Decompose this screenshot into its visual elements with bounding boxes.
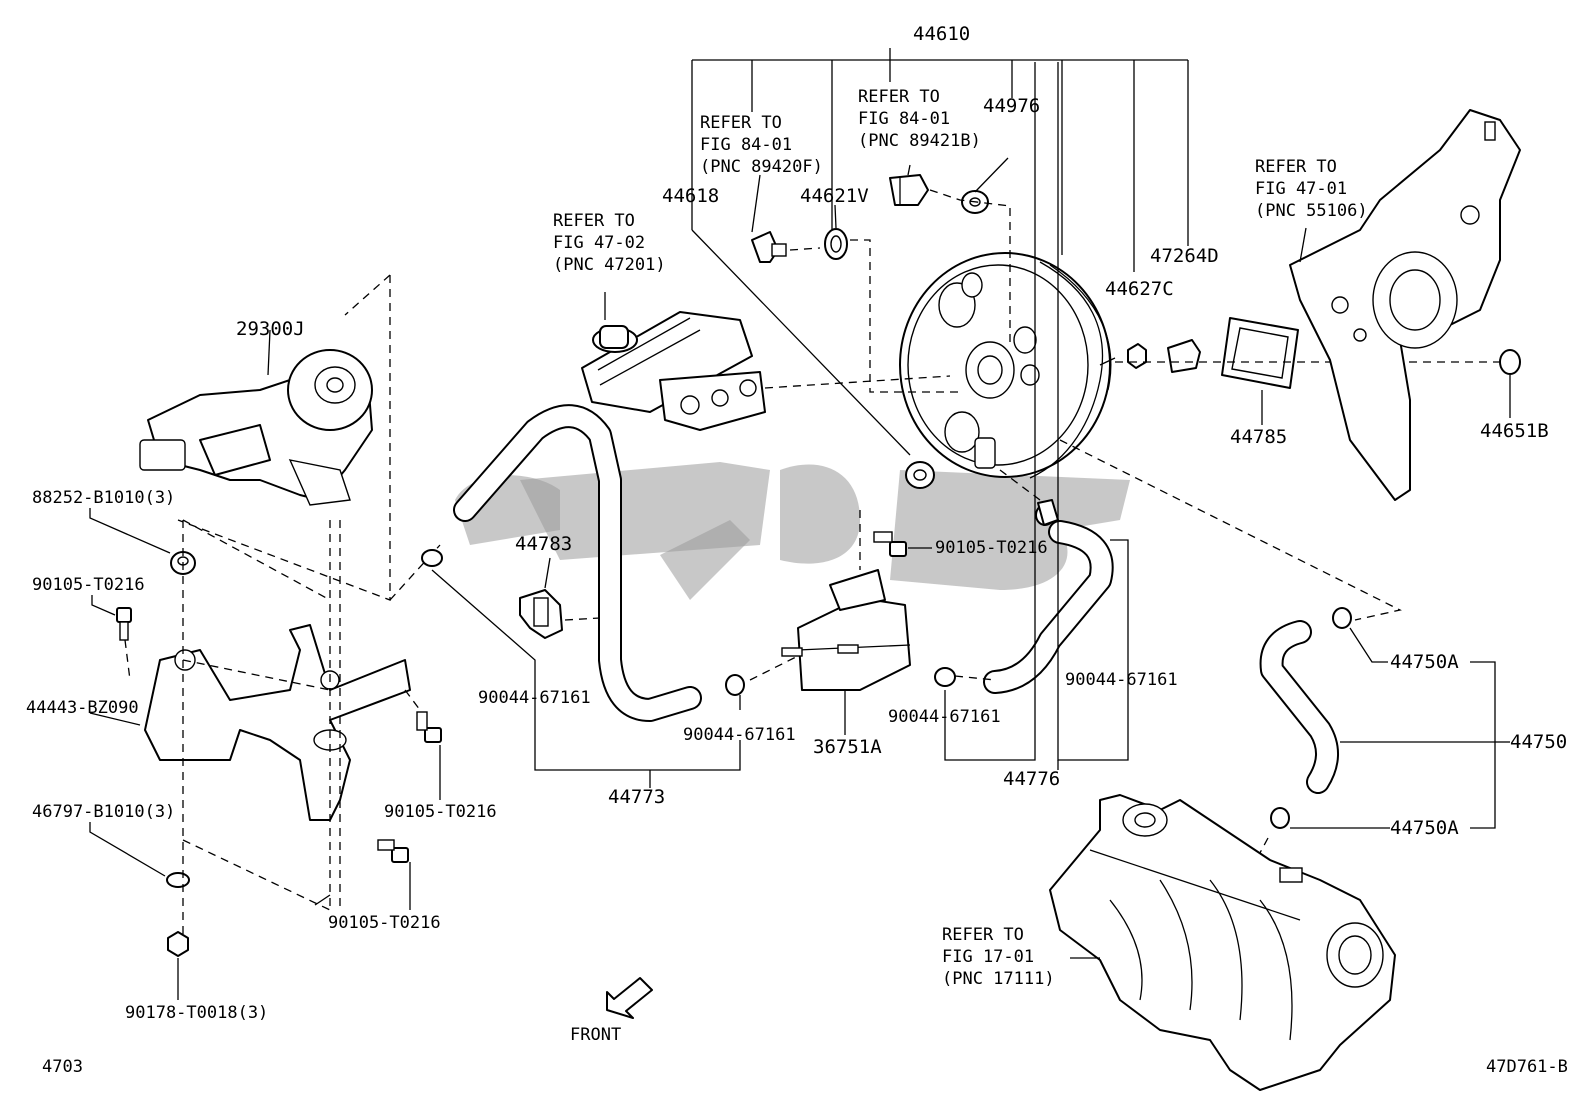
sensor-dashes [751,157,1011,393]
label-90044-d: 90044-67161 [1065,670,1178,690]
master-cylinder[interactable] [581,292,766,431]
label-44627c: 44627C [1105,278,1174,300]
ref-fig84-b-line1: REFER TO [858,87,940,107]
bolt-90105-bottom[interactable] [377,839,409,863]
ref-fig84-f-line3: (PNC 89420F) [700,157,823,177]
hose-clamp-90044-c[interactable] [934,667,956,687]
ref-fig47-01-line1: REFER TO [1255,157,1337,177]
ref-fig17-01-line1: REFER TO [942,925,1024,945]
footer-page-id: 4703 [42,1057,83,1077]
label-90044-b: 90044-67161 [683,725,796,745]
label-44621v: 44621V [800,185,869,207]
sensor-89421b[interactable] [889,174,929,206]
label-44618: 44618 [662,185,719,207]
label-44750: 44750 [1510,731,1567,753]
label-90178: 90178-T0018(3) [125,1003,268,1023]
label-36751a: 36751A [813,736,882,758]
clamp-44750a-bottom[interactable] [1270,807,1290,829]
pressure-sensor-89420f[interactable] [751,231,787,263]
left-leaders [89,508,441,1000]
hose-44750[interactable] [1259,620,1339,794]
label-44976: 44976 [983,95,1040,117]
label-90105-right: 90105-T0216 [935,538,1048,558]
label-90105-bottom: 90105-T0216 [328,913,441,933]
label-47264d: 47264D [1150,245,1219,267]
labels: 44610 REFER TO FIG 84-01 (PNC 89420F) RE… [26,23,1568,1077]
label-46797: 46797-B1010(3) [32,802,175,822]
grommet-44618[interactable] [905,461,935,489]
hose-44776[interactable] [983,520,1114,694]
label-88252: 88252-B1010(3) [32,488,175,508]
hose-44773-leaders [431,569,801,788]
label-44776: 44776 [1003,768,1060,790]
ref-fig47-02-line1: REFER TO [553,211,635,231]
grommet-44621v[interactable] [824,228,848,260]
label-44773: 44773 [608,786,665,808]
nut-90178[interactable] [167,931,189,957]
gasket-44785[interactable] [1221,317,1299,389]
brake-booster[interactable] [899,252,1116,479]
label-44610: 44610 [913,23,970,45]
label-44443: 44443-BZ090 [26,698,139,718]
label-44783: 44783 [515,533,572,555]
group-44610-leaders [691,48,1189,456]
watermark [455,462,1130,600]
bolt-90105-right[interactable] [873,531,907,557]
ref-fig84-b-line3: (PNC 89421B) [858,131,981,151]
footer-figure-id: 47D761-B [1486,1057,1568,1077]
nut-44651b[interactable] [1499,349,1521,375]
label-90044-c: 90044-67161 [888,707,1001,727]
label-44651b: 44651B [1480,420,1549,442]
label-44750a-bottom: 44750A [1390,817,1459,839]
front-arrow-icon [606,977,653,1019]
intake-manifold-17111[interactable] [1049,794,1396,1091]
bracket-47264d[interactable] [1167,339,1201,373]
hose-44773[interactable] [453,404,702,722]
ref-fig84-f-line2: FIG 84-01 [700,135,792,155]
hose-clamp-90044-a[interactable] [421,549,443,567]
hose-clamp-90044-b[interactable] [725,674,745,696]
clip-44783[interactable] [519,589,563,639]
label-44785: 44785 [1230,426,1287,448]
actuator-29300j[interactable] [139,349,373,506]
washer-46797[interactable] [166,872,190,888]
label-90105-left: 90105-T0216 [32,575,145,595]
hose-44776-leaders [944,62,1129,770]
label-44750a-top: 44750A [1390,651,1459,673]
label-front: FRONT [570,1025,621,1045]
label-90105-mid: 90105-T0216 [384,802,497,822]
ref-fig47-02-line3: (PNC 47201) [553,255,666,275]
ref-fig17-01-line2: FIG 17-01 [942,947,1034,967]
bolt-90105-mid[interactable] [416,711,442,743]
ref-fig47-02-line2: FIG 47-02 [553,233,645,253]
vacuum-tank-36751a[interactable] [781,569,911,691]
bracket-44443-bz090[interactable] [144,624,411,821]
ref-fig84-f-line1: REFER TO [700,113,782,133]
ref-fig47-01-line2: FIG 47-01 [1255,179,1347,199]
label-90044-a: 90044-67161 [478,688,591,708]
ref-fig47-01-line3: (PNC 55106) [1255,201,1368,221]
label-29300j: 29300J [236,318,305,340]
nut-44627c[interactable] [1127,343,1147,369]
clamp-44750a-top[interactable] [1332,607,1352,629]
ref-fig84-b-line2: FIG 84-01 [858,109,950,129]
pedal-bracket-55106[interactable] [1289,109,1521,501]
bolt-90105-left[interactable] [116,607,132,641]
ref-fig17-01-line3: (PNC 17111) [942,969,1055,989]
